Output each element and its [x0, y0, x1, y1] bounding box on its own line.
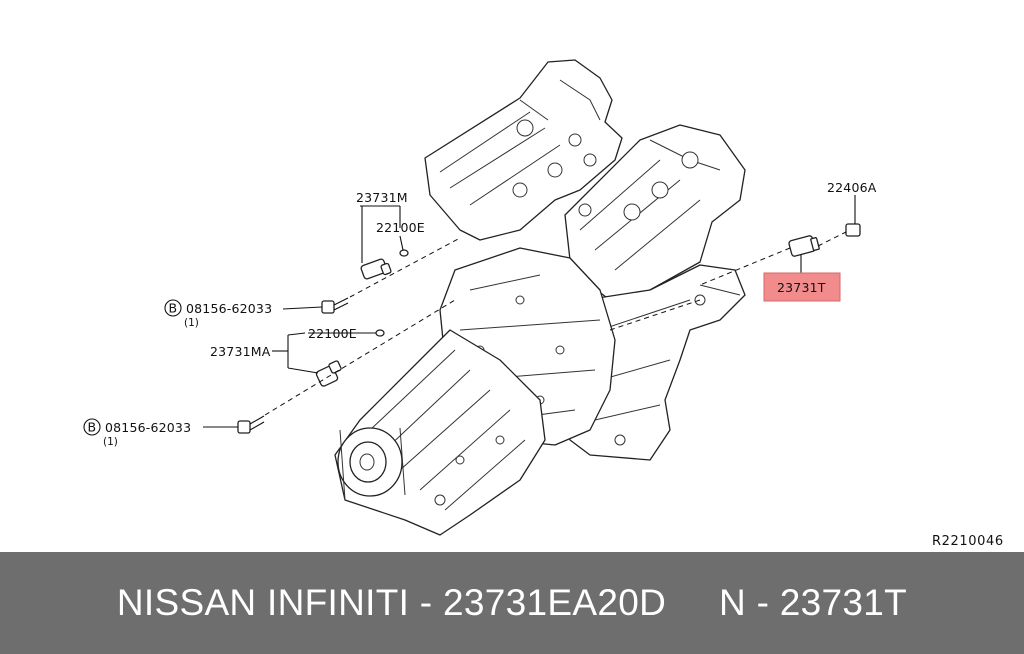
footer-banner: NISSAN INFINITI - 23731EA20D N - 23731T: [0, 552, 1024, 654]
bolt-bottom: [237, 415, 265, 434]
o-ring-22100e-mid: [375, 329, 385, 337]
badge-b-bottom-icon: [83, 418, 101, 436]
label-bolt-top: 08156-62033: [186, 301, 272, 316]
transmission-drawing: [334, 247, 616, 536]
parts-diagram: 23731M 22100E B 08156-62033 (1) 22100E 2…: [83, 59, 1004, 549]
label-23731ma: 23731MA: [210, 344, 271, 359]
sensor-23731ma: [315, 360, 342, 387]
badge-b-top-icon: [164, 299, 182, 317]
label-qty-top: (1): [184, 317, 199, 329]
leader-lines: [203, 195, 856, 428]
sensor-23731m: [360, 258, 392, 280]
highlight-box: [763, 272, 841, 302]
reference-code: R2210046: [932, 534, 1004, 549]
o-ring-22100e-top: [399, 249, 409, 257]
label-qty-bottom: (1): [103, 436, 118, 448]
assembly-lines: [264, 231, 847, 416]
label-22100e-top: 22100E: [376, 220, 425, 235]
label-23731m: 23731M: [356, 190, 408, 205]
sensor-23731t: [788, 235, 820, 257]
connector-22406a: [845, 223, 861, 237]
badge-b-top: B: [169, 301, 178, 316]
callout-labels: 23731M 22100E B 08156-62033 (1) 22100E 2…: [83, 180, 1004, 549]
bolt-top: [321, 297, 349, 314]
label-23731t: 23731T: [777, 280, 826, 295]
label-22406a: 22406A: [827, 180, 877, 195]
badge-b-bottom: B: [88, 420, 97, 435]
footer-part-title: NISSAN INFINITI - 23731EA20D N - 23731T: [116, 582, 908, 623]
label-22100e-mid: 22100E: [308, 326, 357, 341]
label-bolt-bottom: 08156-62033: [105, 420, 191, 435]
